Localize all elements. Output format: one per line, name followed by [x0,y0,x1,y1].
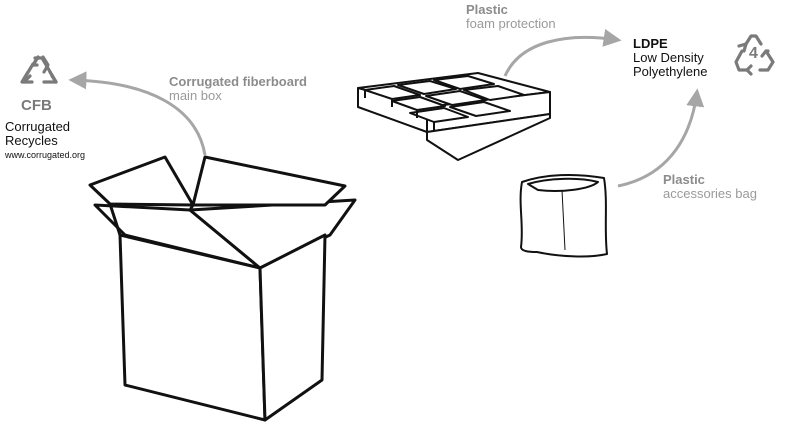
foam-label-title: Plastic [466,2,508,17]
bag-label-title: Plastic [663,172,705,187]
box-label-subtitle: main box [169,88,222,103]
cfb-code: CFB [21,97,52,114]
plastic-bag-drawing [519,173,608,258]
cfb-url: www.corrugated.org [5,150,86,160]
cfb-line2: Recycles [5,133,58,148]
bag-label-subtitle: accessories bag [663,186,757,201]
foam-label-subtitle: foam protection [466,16,556,31]
arrow-box-to-cfb [68,71,207,156]
cfb-recycle-icon [20,55,58,84]
ldpe-line1: Low Density [633,50,704,65]
arrow-bag-to-ldpe [617,88,705,188]
ldpe-code: LDPE [633,36,668,51]
foam-tray-drawing [357,72,551,161]
ldpe-recycle-icon [734,34,775,76]
cardboard-box-drawing [88,155,357,422]
box-label-title: Corrugated fiberboard [169,74,307,89]
ldpe-line2: Polyethylene [633,64,708,79]
cfb-line1: Corrugated [5,119,71,134]
arrow-foam-to-ldpe [503,28,622,77]
ldpe-resin-number: 4 [749,45,758,62]
